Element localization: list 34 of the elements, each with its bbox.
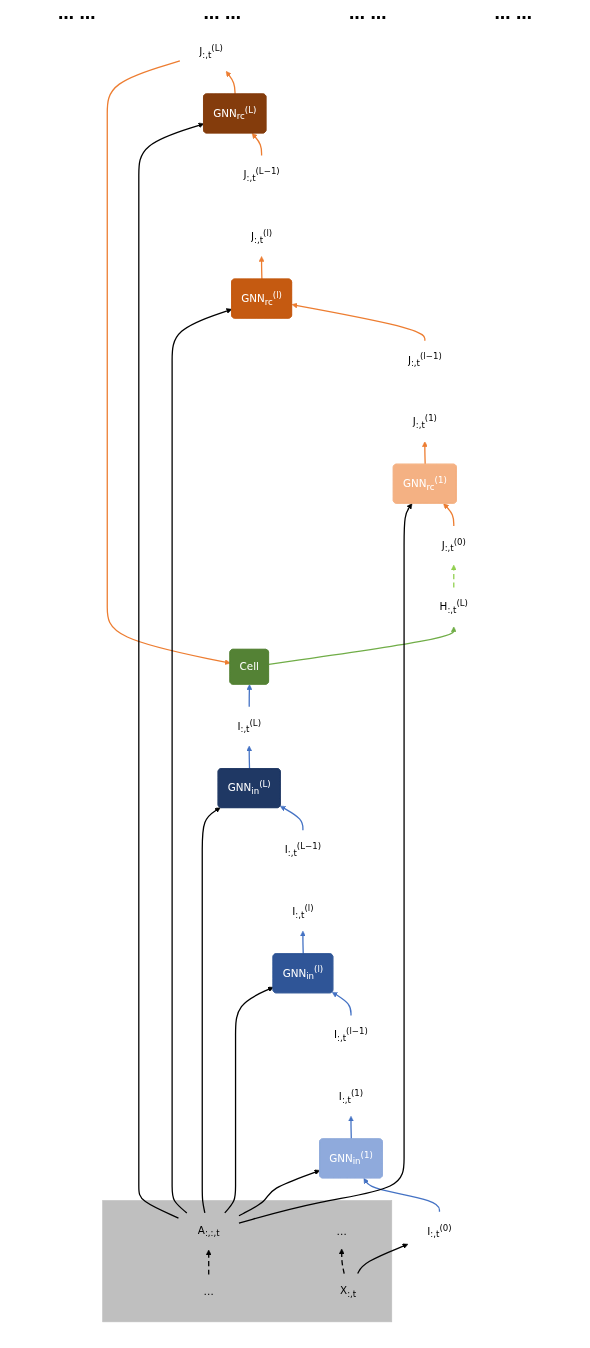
arrow [422,441,428,466]
arrow [251,133,263,157]
arrow [268,626,457,665]
arrow [138,122,205,1219]
arrow [238,503,413,1224]
arrow [291,302,426,342]
arrow [357,1243,409,1275]
arrow [205,1249,212,1276]
arrow [331,991,352,1017]
arrow [246,745,253,770]
arrow [224,986,274,1214]
arrow [443,503,455,527]
ellipsis-text: … … [348,4,387,23]
ellipsis-text: … … [494,4,533,23]
node-text: A$_{:,:,t}$ [197,1223,220,1239]
arrow [338,1248,345,1275]
arrow [258,256,265,280]
arrow [300,930,306,955]
arrow [201,807,221,1214]
ellipsis-text: … … [203,4,242,23]
arrow [280,805,304,831]
arrow [246,684,253,708]
arrow [225,71,236,95]
node-text: … [336,1224,347,1238]
node-text: X$_{:,t}$ [340,1284,357,1299]
node-text: … [203,1285,214,1298]
arrow [171,308,233,1214]
arrow [450,564,457,589]
arrow [348,1115,354,1140]
arrow [363,1178,441,1213]
arrow [106,60,231,665]
cluster [102,1200,393,1323]
ellipsis-text: … … [57,4,96,23]
arrow [238,1169,321,1217]
